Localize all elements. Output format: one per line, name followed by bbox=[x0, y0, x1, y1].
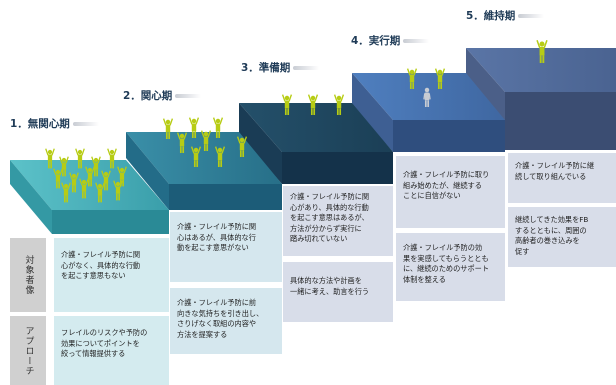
person-figure bbox=[190, 146, 202, 167]
step3-top bbox=[239, 103, 393, 152]
stage-dash bbox=[175, 94, 202, 98]
person-figure bbox=[162, 118, 174, 139]
stage-dash bbox=[518, 14, 545, 18]
target-text-5: 介護・フレイル予防に継 続して取り組んでいる bbox=[508, 153, 616, 203]
target-text-3: 介護・フレイル予防に関 心があり、具体的な行動 を起こす意思はあるが、 方法が分… bbox=[283, 186, 393, 256]
person-figure bbox=[113, 180, 123, 201]
person-figure bbox=[45, 148, 55, 169]
person-figure bbox=[307, 94, 319, 115]
stage-dash bbox=[72, 122, 99, 126]
person-figure bbox=[117, 166, 127, 187]
stage-label-1: 1．無関心期 bbox=[10, 116, 99, 131]
step2-side bbox=[126, 132, 169, 210]
person-figure bbox=[236, 136, 248, 157]
step3-front bbox=[282, 152, 393, 184]
step1-side bbox=[10, 160, 52, 234]
person-figure bbox=[281, 94, 293, 115]
person-figure bbox=[333, 94, 345, 115]
person-figure bbox=[214, 146, 226, 167]
person-figure bbox=[69, 172, 79, 193]
step5-top bbox=[466, 48, 616, 92]
approach-text-5: 継続してきた効果をFB するとともに、周囲の 高齢者の巻き込みを 促す bbox=[508, 207, 616, 267]
step5-front bbox=[505, 92, 616, 150]
people-figures bbox=[45, 39, 548, 203]
stage-dash bbox=[403, 39, 430, 43]
stage-dash bbox=[293, 66, 320, 70]
approach-text-3: 具体的な方法や計画を 一緒に考え、助言を行う bbox=[283, 262, 393, 322]
step1-front bbox=[52, 210, 169, 234]
stage-label-3: 3．準備期 bbox=[241, 60, 320, 75]
person-figure bbox=[91, 156, 101, 177]
approach-text-4: 介護・フレイル予防の効 果を実感してもらうととも に、継続のためのサポート 体制… bbox=[396, 233, 505, 301]
approach-text-2: 介護・フレイル予防に前 向きな気持ちを引き出し、 さりげなく取組の内容や 方法を… bbox=[170, 288, 282, 354]
person-figure bbox=[176, 132, 188, 153]
person-figure bbox=[75, 148, 85, 169]
person-figure bbox=[423, 87, 431, 107]
person-figure bbox=[85, 166, 95, 187]
step3-side bbox=[239, 103, 282, 184]
person-figure bbox=[53, 168, 63, 189]
person-figure bbox=[536, 39, 548, 63]
approach-text-1: フレイルのリスクや予防の 効果についてポイントを 絞って情報提供する bbox=[54, 316, 169, 385]
stage-label-2: 2．関心期 bbox=[123, 88, 202, 103]
person-figure bbox=[212, 117, 224, 138]
person-figure bbox=[406, 68, 418, 89]
person-figure bbox=[107, 148, 117, 169]
person-figure bbox=[200, 130, 212, 151]
row-header-approach: アプローチ bbox=[10, 316, 46, 385]
step2-front bbox=[169, 184, 282, 210]
step4-side bbox=[352, 73, 393, 152]
step4-front bbox=[393, 120, 505, 152]
stage-label-4: 4．実行期 bbox=[351, 33, 430, 48]
target-text-2: 介護・フレイル予防に関 心はあるが、具体的な行 動を起こす意思がない bbox=[170, 212, 282, 282]
stage-label-5: 5．維持期 bbox=[466, 8, 545, 23]
person-figure bbox=[434, 68, 446, 89]
person-figure bbox=[95, 182, 105, 203]
person-figure bbox=[101, 170, 111, 191]
target-text-1: 介護・フレイル予防に関 心がなく、具体的な行動 を起こす意思もない bbox=[54, 238, 169, 312]
person-figure bbox=[188, 117, 200, 138]
target-text-4: 介護・フレイル予防に取り 組み始めたが、継続する ことに自信がない bbox=[396, 156, 505, 228]
person-figure bbox=[59, 156, 69, 177]
person-figure bbox=[61, 182, 71, 203]
person-figure bbox=[79, 178, 89, 199]
row-header-target: 対象者像 bbox=[10, 238, 46, 312]
